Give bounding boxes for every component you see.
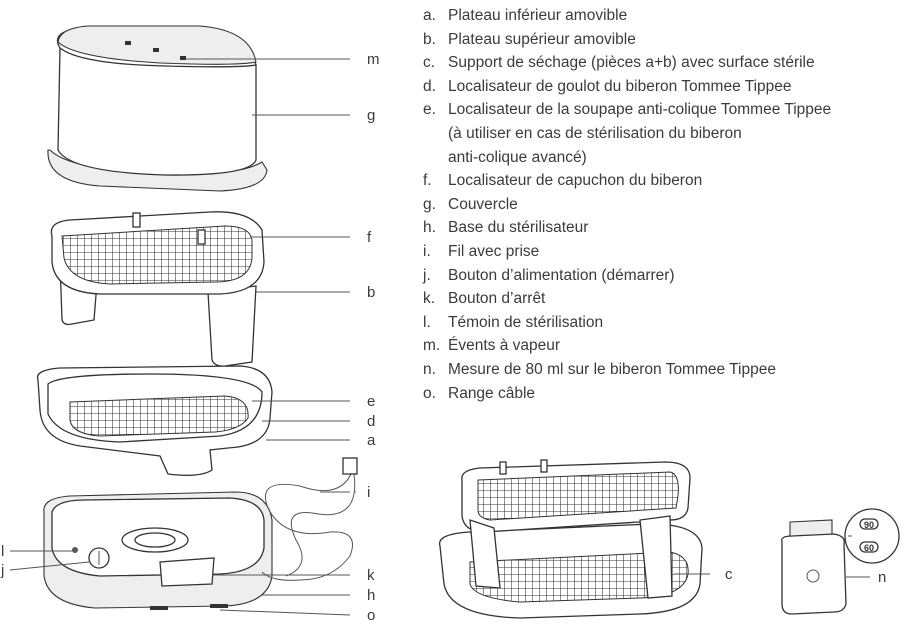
legend-item-a: a.Plateau inférieur amovible bbox=[423, 7, 628, 24]
legend-item-j: j.Bouton d’alimentation (démarrer) bbox=[423, 266, 675, 284]
leader-lines bbox=[9, 58, 870, 616]
callout-f: f bbox=[367, 229, 372, 246]
legend-item-h: h.Base du stérilisateur bbox=[423, 219, 589, 237]
upper-tray-illustration bbox=[50, 211, 265, 367]
callout-labels: m g f b e d a i l j k h o c n bbox=[0, 51, 886, 624]
legend-item-e: e.Localisateur de la soupape anti-coliqu… bbox=[423, 101, 832, 119]
legend-item-k: k.Bouton d’arrêt bbox=[423, 290, 546, 308]
legend-item-e-continued: anti-colique avancé) bbox=[448, 148, 587, 166]
legend-item-i: i.Fil avec prise bbox=[423, 242, 540, 260]
parts-legend: a.Plateau inférieur amovible b.Plateau s… bbox=[423, 4, 903, 405]
bottle-mark-lower: 60 bbox=[864, 543, 874, 553]
callout-i: i bbox=[367, 484, 370, 501]
drying-rack-illustration bbox=[438, 459, 703, 619]
callout-m: m bbox=[367, 51, 380, 68]
bottle-illustration: 90 60 bbox=[781, 508, 900, 615]
callout-a: a bbox=[367, 432, 376, 449]
legend-item-d: d.Localisateur de goulot du biberon Tomm… bbox=[423, 77, 792, 95]
callout-k: k bbox=[367, 567, 375, 584]
steam-vent-icon bbox=[153, 48, 159, 52]
steam-vent-icon bbox=[125, 41, 131, 45]
callout-o: o bbox=[367, 607, 375, 624]
legend-item-g: g.Couvercle bbox=[423, 195, 518, 213]
legend-item-e-continued: (à utiliser en cas de stérilisation du b… bbox=[448, 124, 742, 142]
plug-icon bbox=[342, 457, 358, 475]
callout-n: n bbox=[878, 569, 886, 586]
cable-plug-illustration bbox=[261, 457, 358, 581]
base-illustration bbox=[43, 491, 273, 610]
callout-g: g bbox=[367, 107, 375, 124]
legend-item-m: m.Évents à vapeur bbox=[423, 337, 561, 355]
legend-item-n: n.Mesure de 80 ml sur le biberon Tommee … bbox=[423, 360, 776, 378]
lower-tray-illustration bbox=[36, 365, 273, 476]
bottle-mark-upper: 90 bbox=[864, 520, 874, 530]
legend-item-f: f.Localisateur de capuchon du biberon bbox=[423, 172, 703, 190]
callout-e: e bbox=[367, 393, 375, 410]
legend-item-o: o.Range câble bbox=[423, 384, 536, 402]
callout-c: c bbox=[725, 566, 733, 583]
callout-b: b bbox=[367, 284, 375, 301]
callout-d: d bbox=[367, 413, 375, 430]
legend-item-c: c.Support de séchage (pièces a+b) avec s… bbox=[423, 54, 815, 72]
legend-item-l: l.Témoin de stérilisation bbox=[423, 313, 604, 331]
callout-h: h bbox=[367, 587, 375, 604]
sterilisation-indicator-icon bbox=[72, 547, 78, 553]
steam-vent-icon bbox=[180, 56, 186, 60]
callout-l: l bbox=[1, 543, 4, 560]
callout-j: j bbox=[0, 562, 4, 579]
legend-item-b: b.Plateau supérieur amovible bbox=[423, 30, 636, 48]
lid-illustration bbox=[47, 25, 268, 192]
